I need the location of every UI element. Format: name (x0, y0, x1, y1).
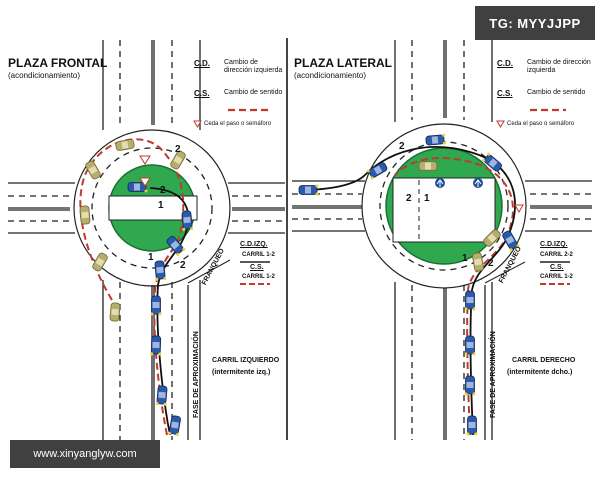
left-title: PLAZA FRONTAL (8, 56, 108, 70)
telegram-watermark: TG: MYYJJPP (475, 6, 595, 40)
right-lanebox-cd-lanes: CARRIL 2-2 (540, 252, 573, 258)
right-subtitle: (acondicionamiento) (294, 71, 367, 80)
right-lanebox-cd: C.D.IZQ. (540, 241, 568, 248)
right-traffic-signals (435, 178, 483, 188)
right-legend-yield-text: Ceda el paso o semáforo (507, 121, 575, 127)
left-lanebox-cd: C.D.IZQ. (240, 241, 268, 248)
left-num-b: 2 (160, 185, 166, 196)
right-legend-cd-abbr: C.D. (497, 59, 513, 68)
left-subtitle: (acondicionamiento) (8, 71, 81, 80)
left-path-cd (149, 187, 190, 436)
left-legend-icons (193, 108, 270, 285)
right-num-b: 2 (406, 193, 412, 204)
right-franqueo-arrow (484, 261, 526, 284)
right-num-e: 2 (488, 258, 494, 269)
left-fase: FASE DE APROXIMACIÓN (193, 331, 200, 418)
left-legend-cd-text: Cambio de dirección izquierda (224, 59, 283, 74)
site-watermark: www.xinyanglyw.com (10, 440, 160, 468)
left-franqueo-arrow (187, 259, 231, 284)
right-lanebox-cs-lanes: CARRIL 1-2 (540, 274, 573, 280)
right-lanebox-cs: C.S. (550, 264, 564, 271)
right-num-a: 2 (399, 141, 405, 152)
left-num-c: 1 (158, 200, 164, 211)
left-yield-markers (139, 155, 151, 187)
left-lanebox-cs-lanes: CARRIL 1-2 (242, 274, 275, 280)
right-legend-cs-abbr: C.S. (497, 89, 513, 98)
left-lane-sub: (intermitente izq.) (212, 369, 271, 376)
right-yield-marker (514, 204, 524, 214)
left-legend-cd-abbr: C.D. (194, 59, 210, 68)
right-lane-sub: (intermitente dcho.) (507, 369, 573, 376)
left-num-a: 2 (175, 144, 181, 155)
right-legend-cd-text: Cambio de dirección izquierda (527, 59, 591, 74)
right-legend-icons (496, 108, 570, 285)
left-lane-title: CARRIL IZQUIERDO (212, 357, 280, 364)
right-title: PLAZA LATERAL (294, 56, 392, 70)
left-lanebox-cs: C.S. (250, 264, 264, 271)
right-legend-cs-text: Cambio de sentido (527, 89, 586, 96)
right-road (292, 40, 592, 440)
left-legend-yield-text: Ceda el paso o semáforo (204, 121, 272, 127)
left-legend-cs-text: Cambio de sentido (224, 89, 283, 96)
right-crossing-block (392, 177, 496, 243)
right-fase: FASE DE APROXIMACIÓN (490, 331, 497, 418)
left-num-d: 1 (148, 252, 154, 263)
right-lane-title: CARRIL DERECHO (512, 357, 576, 364)
right-num-c: 1 (424, 193, 430, 204)
left-path-cs (79, 138, 185, 436)
left-lanebox-cd-lanes: CARRIL 1-2 (242, 252, 275, 258)
left-num-e: 2 (180, 260, 186, 271)
right-path-cd (299, 146, 516, 436)
left-legend-cs-abbr: C.S. (194, 89, 210, 98)
right-num-d: 1 (462, 253, 468, 264)
